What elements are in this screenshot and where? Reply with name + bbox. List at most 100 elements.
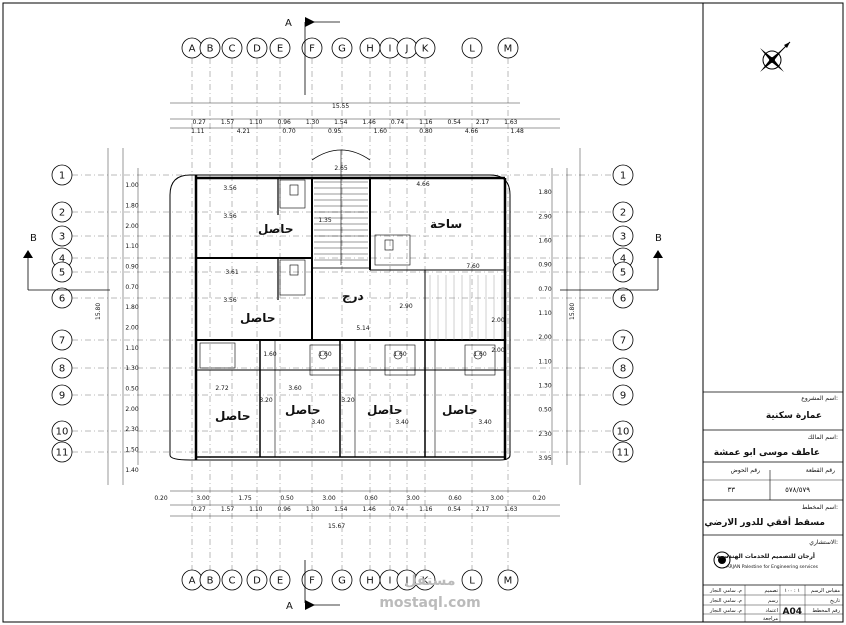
grid-bubble-bottom-E-label: E	[277, 576, 283, 587]
grid-bubble-right-1-label: 1	[620, 171, 626, 182]
grid-bubble-left-5-label: 5	[59, 268, 65, 279]
dim-top1-11: 1.63	[504, 119, 518, 126]
room-dim-20: 2.90	[399, 303, 413, 310]
dim-top1-3: 0.96	[277, 119, 291, 126]
room-label-hall-4: حاصل	[285, 403, 320, 417]
grid-bubble-bottom-J: J	[396, 569, 418, 591]
company-logo	[713, 551, 731, 569]
watermark-brand: مستقل	[404, 573, 455, 589]
grid-bubble-top-C: C	[221, 37, 243, 59]
dim-right-10: 2.30	[538, 431, 552, 438]
grid-bubble-left-5: 5	[51, 261, 73, 283]
grid-bubble-top-B: B	[199, 37, 221, 59]
grid-bubble-left-11-label: 11	[56, 448, 69, 459]
company-name-ar: أرجان للتصميم للخدمات الهندسية	[717, 552, 815, 560]
grid-bubble-left-2: 2	[51, 201, 73, 223]
dim-right-6: 2.00	[538, 334, 552, 341]
grid-bubble-right-3: 3	[612, 225, 634, 247]
room-label-hall-2: حاصل	[240, 311, 275, 325]
grid-bubble-bottom-F: F	[301, 569, 323, 591]
dimension-total-left: 15.80	[95, 303, 102, 320]
grid-bubble-top-I-label: I	[389, 44, 392, 55]
grid-lines	[72, 58, 612, 570]
grid-bubble-bottom-I-label: I	[389, 576, 392, 587]
dim-top2-7: 1.48	[511, 128, 525, 135]
section-label-right: B	[655, 233, 662, 244]
dim-left-8: 1.10	[125, 345, 139, 352]
grid-bubble-top-A-label: A	[189, 44, 196, 55]
room-dim-7: 3.60	[288, 385, 302, 392]
grid-bubble-top-K: K	[414, 37, 436, 59]
plot-value: ٥٧٨/٥٧٩	[785, 486, 810, 494]
grid-bubble-bottom-A: A	[181, 569, 203, 591]
dim-left-9: 1.30	[125, 365, 139, 372]
date-label: تاريخ	[830, 598, 841, 604]
dim-right-7: 1.10	[538, 358, 552, 365]
grid-bubble-right-3-label: 3	[620, 232, 626, 243]
dimension-total-top: 15.55	[332, 103, 349, 110]
grid-bubble-bottom-G: G	[331, 569, 353, 591]
basin-label: رقم الحوض	[731, 467, 760, 474]
grid-bubble-left-1: 1	[51, 164, 73, 186]
dim-top1-2: 1.10	[249, 119, 263, 126]
owner-label: اسم المالك:	[808, 434, 838, 441]
title-block: اسم المشروع: عمارة سكنية اسم المالك: عاط…	[702, 3, 843, 622]
dim-bot1-3: 0.50	[280, 495, 294, 502]
grid-bubble-bottom-A-label: A	[189, 576, 196, 587]
dim-top1-0: 0.27	[192, 119, 206, 126]
drawing-by-label: رسم	[768, 598, 779, 604]
grid-bubble-right-10: 10	[612, 420, 634, 442]
dim-left-2: 2.00	[125, 223, 139, 230]
grid-bubble-left-2-label: 2	[59, 208, 65, 219]
section-label-bottom: A	[286, 601, 293, 612]
dim-right-1: 2.90	[538, 213, 552, 220]
grid-bubble-top-C-label: C	[229, 44, 236, 55]
dim-left-11: 2.00	[125, 406, 139, 413]
watermark-url: mostaql.com	[379, 595, 480, 611]
grid-bubble-top-F-label: F	[309, 44, 315, 55]
dim-top1-6: 1.46	[362, 119, 376, 126]
room-dim-3: 3.56	[223, 297, 237, 304]
company-name-en: ARJAN Palestine for Engineering services	[726, 564, 818, 570]
grid-bubble-right-4-label: 4	[620, 254, 626, 265]
dim-bot1-2: 1.75	[238, 495, 252, 502]
room-dim-11: 3.40	[395, 419, 409, 426]
room-dim-5: 5.14	[356, 325, 370, 332]
room-dim-2: 3.61	[225, 269, 239, 276]
grid-bubble-bottom-K-label: K	[422, 576, 429, 587]
dim-right-8: 1.30	[538, 382, 552, 389]
dim-bot2-11: 1.63	[504, 506, 518, 513]
courtyard-hatch	[429, 275, 503, 340]
grid-bubble-bottom-M-label: M	[504, 576, 513, 587]
section-label-top: A	[285, 18, 292, 29]
room-dim-16: 1.60	[393, 351, 407, 358]
dimension-total-bottom: 15.67	[328, 523, 345, 530]
grid-bubble-top-J: J	[396, 37, 418, 59]
grid-bubble-right-5-label: 5	[620, 268, 626, 279]
grid-bubble-bottom-K: K	[414, 569, 436, 591]
grid-bubble-right-2: 2	[612, 201, 634, 223]
room-dim-6: 2.72	[215, 385, 229, 392]
basin-value: ٣٣	[727, 486, 735, 494]
dim-top1-9: 0.54	[447, 119, 461, 126]
dim-top1-8: 1.16	[419, 119, 433, 126]
dim-bot2-6: 1.46	[362, 506, 376, 513]
grid-bubble-right-7-label: 7	[620, 336, 626, 347]
grid-bubble-bottom-L-label: L	[469, 576, 475, 587]
room-dim-19: 7.60	[466, 263, 480, 270]
grid-bubble-right-5: 5	[612, 261, 634, 283]
dim-left-12: 2.30	[125, 426, 139, 433]
dim-bot1-6: 3.00	[406, 495, 420, 502]
dim-left-6: 1.80	[125, 304, 139, 311]
engineer-approve: م. سامي النجار	[709, 608, 742, 614]
grid-bubble-right-10-label: 10	[617, 427, 630, 438]
drawing-label: اسم المخطط:	[802, 504, 838, 511]
design-label: تصميم	[765, 588, 779, 594]
section-mark-left: B	[23, 233, 110, 291]
grid-bubble-top-E-label: E	[277, 44, 283, 55]
